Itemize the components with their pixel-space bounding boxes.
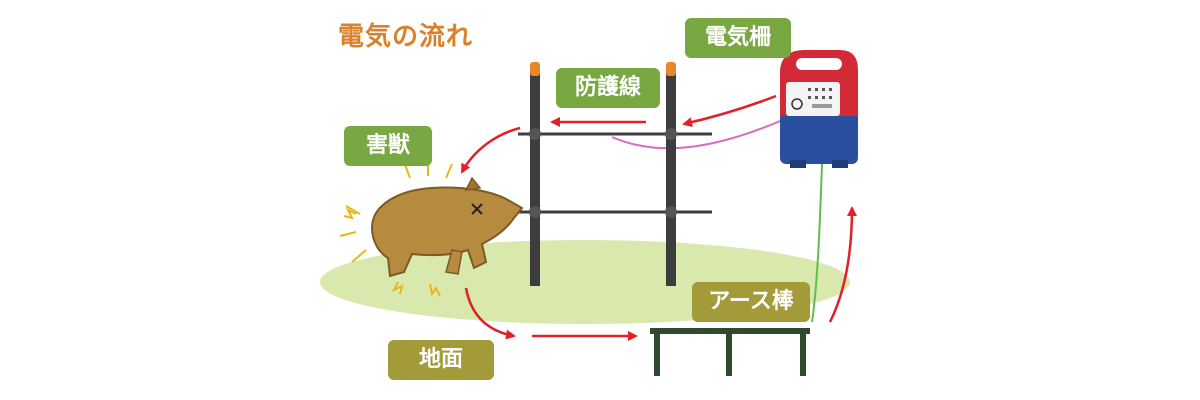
label-ground: 地面 <box>388 340 494 380</box>
wild-boar-icon <box>339 160 524 297</box>
current-flow-arrows <box>460 94 857 341</box>
flow-arrow-energizer-to-wire <box>682 94 777 128</box>
flow-arrow-animal-to-ground <box>464 287 516 340</box>
fence-wires <box>518 132 712 214</box>
label-fence-energizer: 電気柵 <box>685 18 791 58</box>
diagram-title: 電気の流れ <box>338 22 474 52</box>
hot-lead-wire <box>611 109 806 150</box>
fence-post-right <box>665 62 677 286</box>
flow-arrow-rod-to-energizer <box>828 206 857 323</box>
earth-rod-icon <box>650 328 810 376</box>
flow-arrow-wire-to-animal <box>460 126 521 174</box>
label-ground-rod: アース棒 <box>692 282 810 322</box>
fence-post-left <box>529 62 541 286</box>
ground-lead-wire <box>811 163 823 323</box>
electric-fence-energizer-icon <box>780 50 858 168</box>
label-pest-animal: 害獣 <box>344 126 432 166</box>
label-protective-wire: 防護線 <box>556 68 660 108</box>
